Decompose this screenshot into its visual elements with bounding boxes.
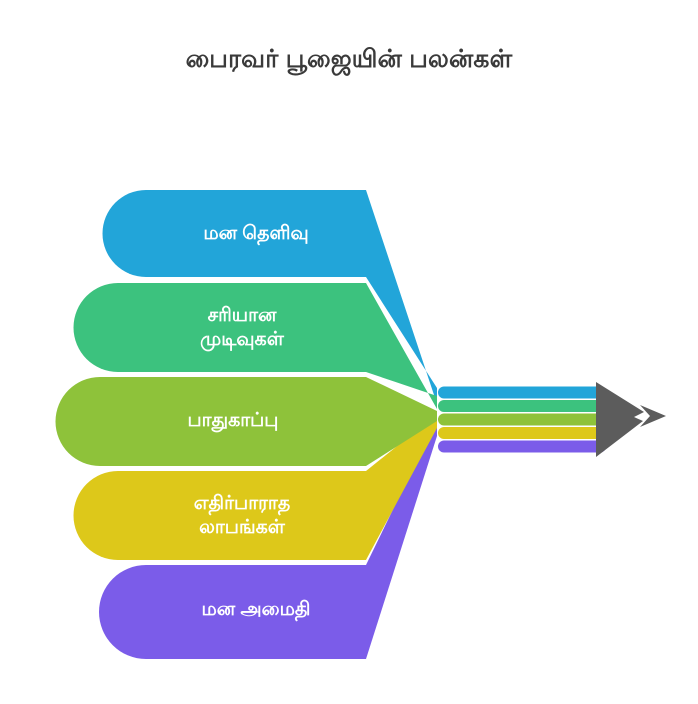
- band-wedge-4: [366, 414, 437, 560]
- band-shape-3[interactable]: [55, 377, 366, 467]
- arrow-body-icon: [596, 382, 644, 457]
- stripe-yellow: [438, 427, 606, 439]
- arrow-point-icon: [640, 405, 666, 427]
- band-wedge-3: [366, 377, 437, 466]
- band-wedge-1: [366, 190, 437, 404]
- stripe-blue: [438, 386, 606, 399]
- stripe-purple: [438, 440, 606, 453]
- page-title: பைரவர் பூஜையின் பலன்கள்: [185, 45, 513, 73]
- band-wedge-2: [366, 283, 437, 409]
- band-group-5[interactable]: [99, 419, 437, 659]
- band-group-3[interactable]: [55, 377, 437, 467]
- band-group-4[interactable]: [73, 414, 438, 560]
- pencil-tip-arrow: [596, 382, 666, 457]
- band-group-1[interactable]: [102, 190, 438, 404]
- stripe-group: [438, 386, 606, 453]
- band-shape-4[interactable]: [73, 471, 367, 560]
- band-shape-1[interactable]: [102, 190, 367, 277]
- stripe-green: [438, 400, 606, 412]
- band-shape-2[interactable]: [73, 283, 367, 372]
- band-group-2[interactable]: [73, 283, 438, 409]
- stripe-olive: [438, 413, 606, 426]
- band-wedge-5: [366, 419, 437, 659]
- band-shape-5[interactable]: [99, 565, 366, 659]
